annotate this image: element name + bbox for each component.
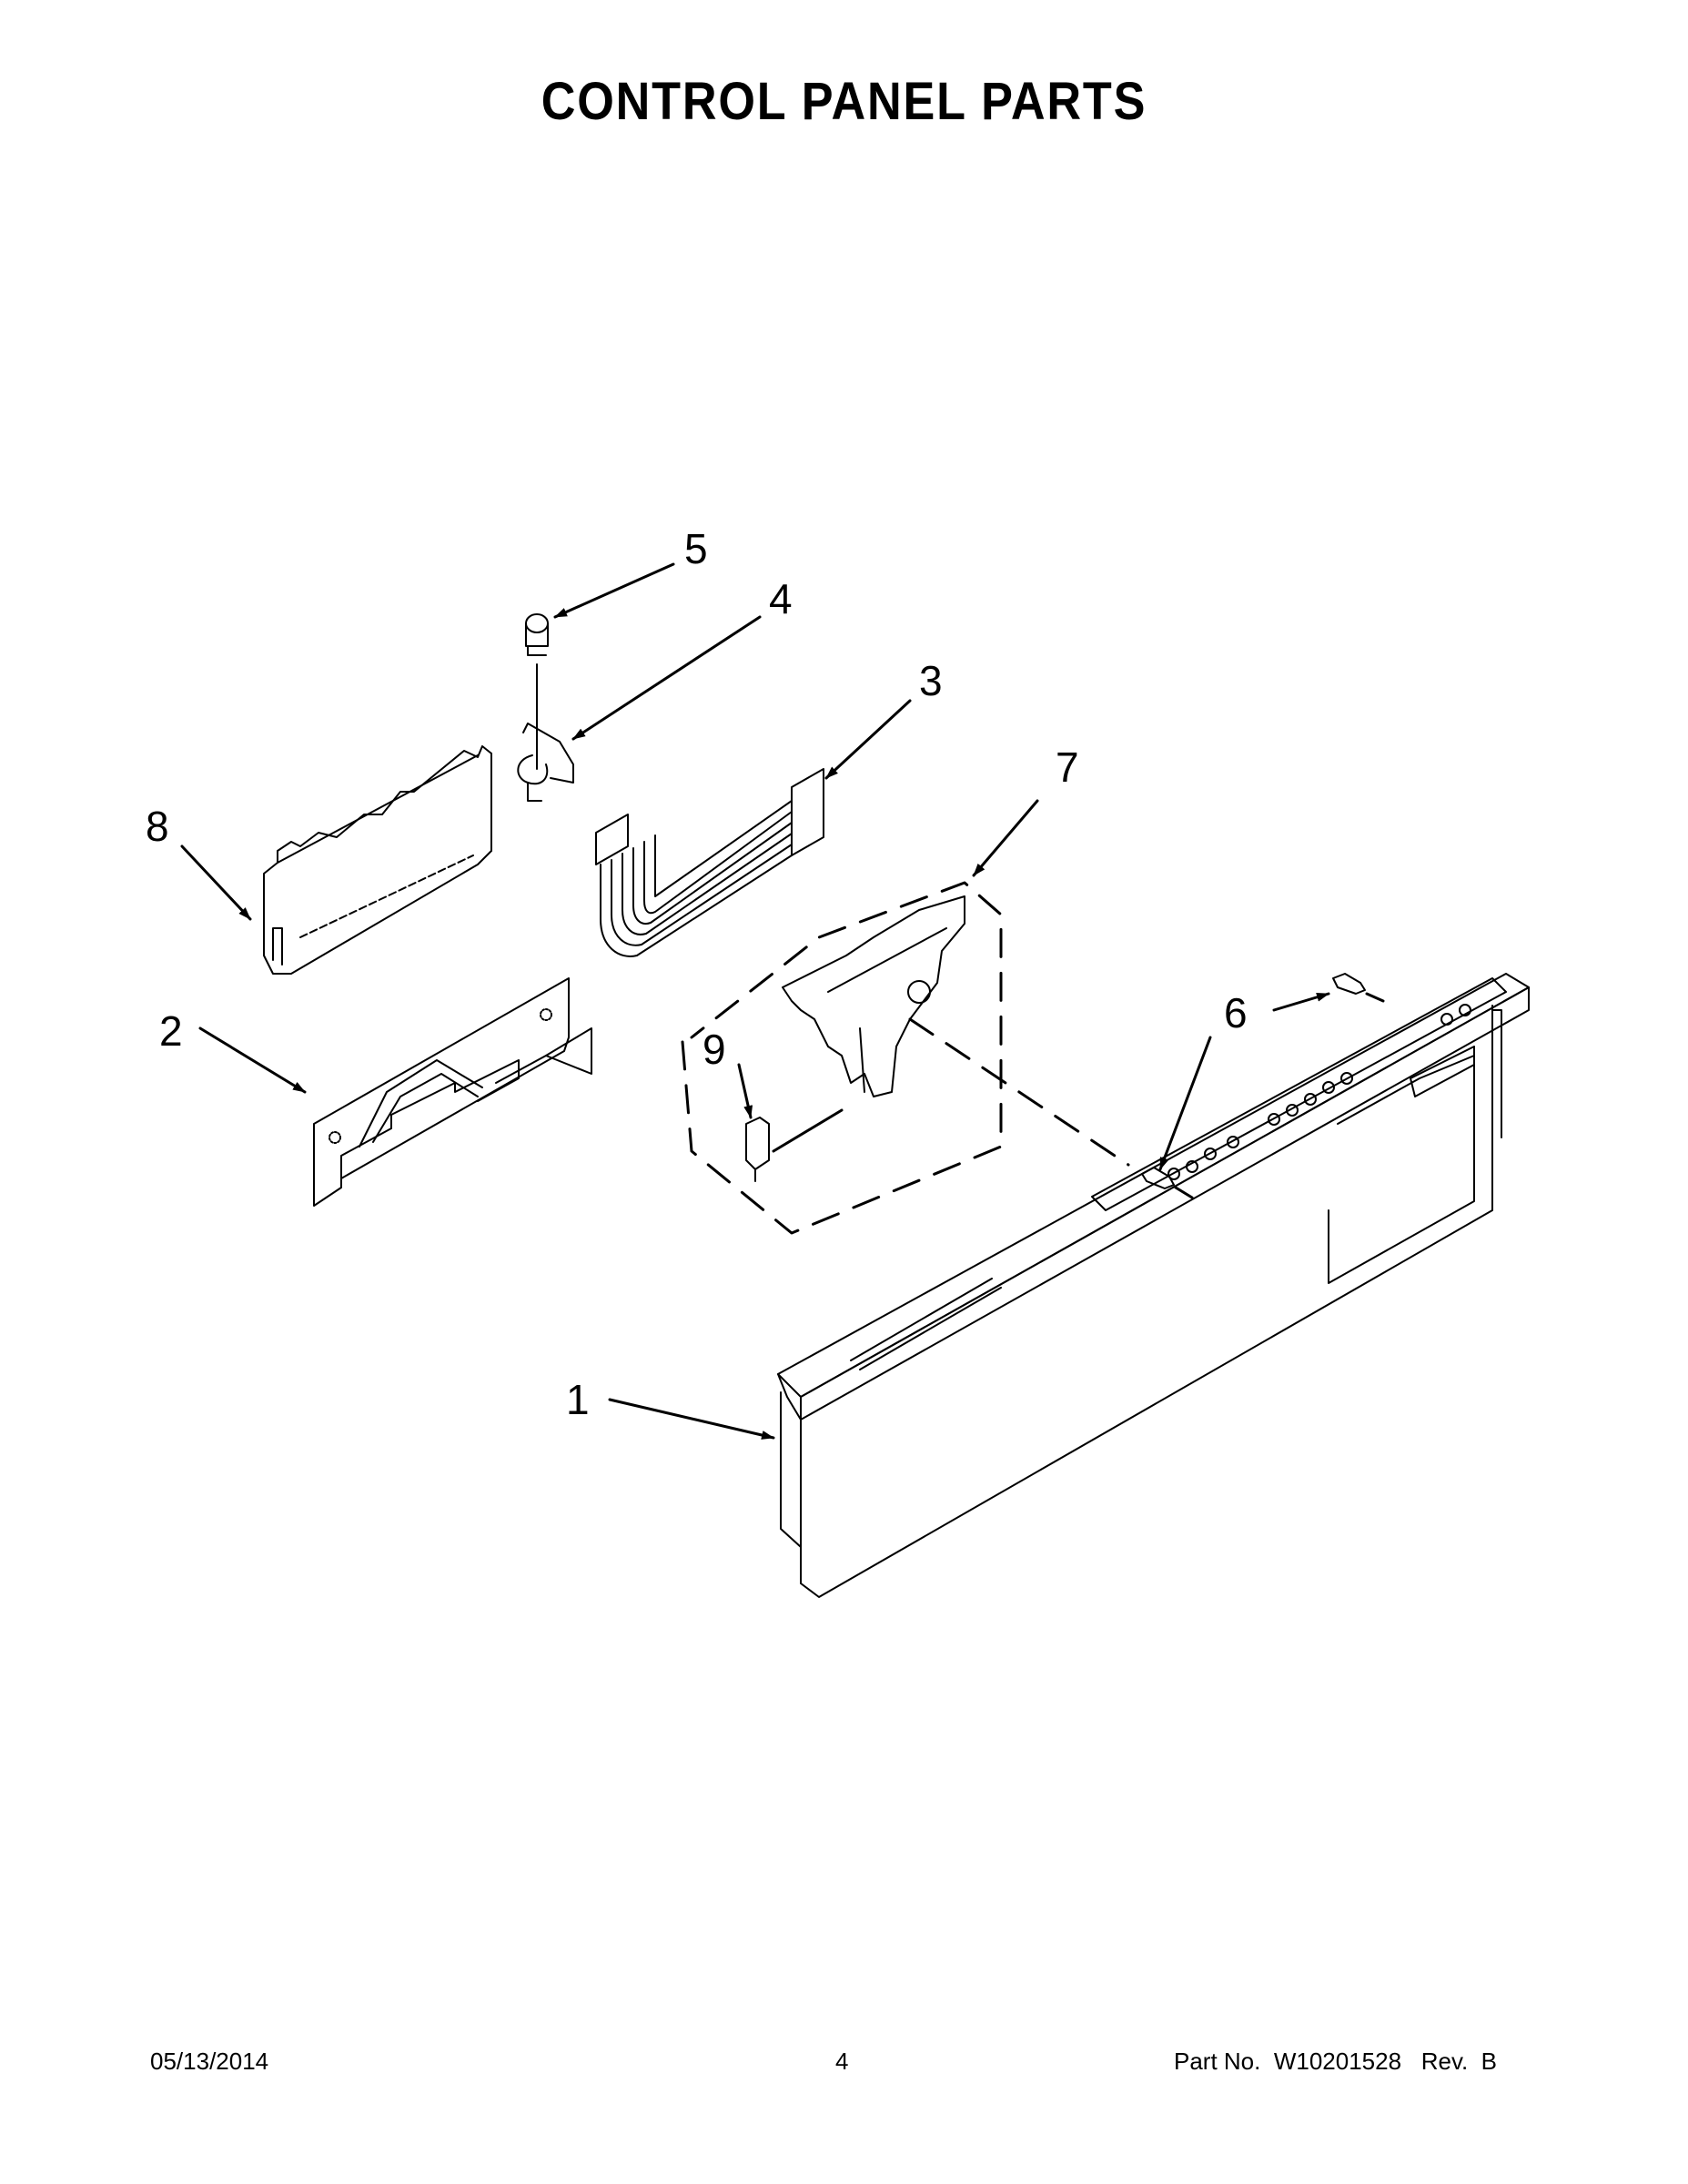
arrow-6b [1160, 1037, 1210, 1169]
part-5-cap [526, 614, 548, 769]
callout-8: 8 [146, 803, 169, 850]
part-4-clip [518, 723, 573, 801]
arrow-4 [573, 617, 760, 739]
arrow-9 [739, 1065, 753, 1117]
callout-2: 2 [159, 1007, 183, 1055]
part-7-group-boundary [682, 883, 1128, 1233]
footer-part-number: Part No. W10201528 Rev. B [1174, 2048, 1498, 2075]
vent-slots [851, 1279, 1001, 1370]
arrow-3 [826, 701, 910, 778]
page-title: CONTROL PANEL PARTS [541, 72, 1147, 131]
arrow-5 [555, 564, 673, 617]
callout-4: 4 [769, 575, 793, 622]
part-1-control-panel [778, 974, 1529, 1597]
arrow-2 [200, 1028, 305, 1092]
part-9-switch [746, 1110, 842, 1181]
part-8-control-board [264, 746, 491, 974]
arrow-1 [610, 1400, 773, 1440]
part-2-interface-board [314, 978, 591, 1206]
callout-1: 1 [566, 1376, 590, 1423]
arrow-6a [1274, 994, 1329, 1010]
button-holes [1168, 1005, 1471, 1179]
arrow-7 [974, 801, 1037, 875]
arrow-8 [182, 846, 250, 919]
callout-7: 7 [1056, 743, 1079, 791]
footer-date: 05/13/2014 [150, 2048, 269, 2075]
callout-3: 3 [919, 657, 943, 704]
callout-5: 5 [684, 525, 708, 572]
callout-9: 9 [702, 1026, 726, 1073]
leader-arrows [182, 564, 1329, 1440]
footer-page-number: 4 [835, 2048, 849, 2075]
part-3-ribbon-cable [596, 769, 824, 956]
part-6-screws [1142, 974, 1383, 1198]
part-7-actuator [783, 896, 965, 1097]
callout-6: 6 [1224, 989, 1248, 1036]
